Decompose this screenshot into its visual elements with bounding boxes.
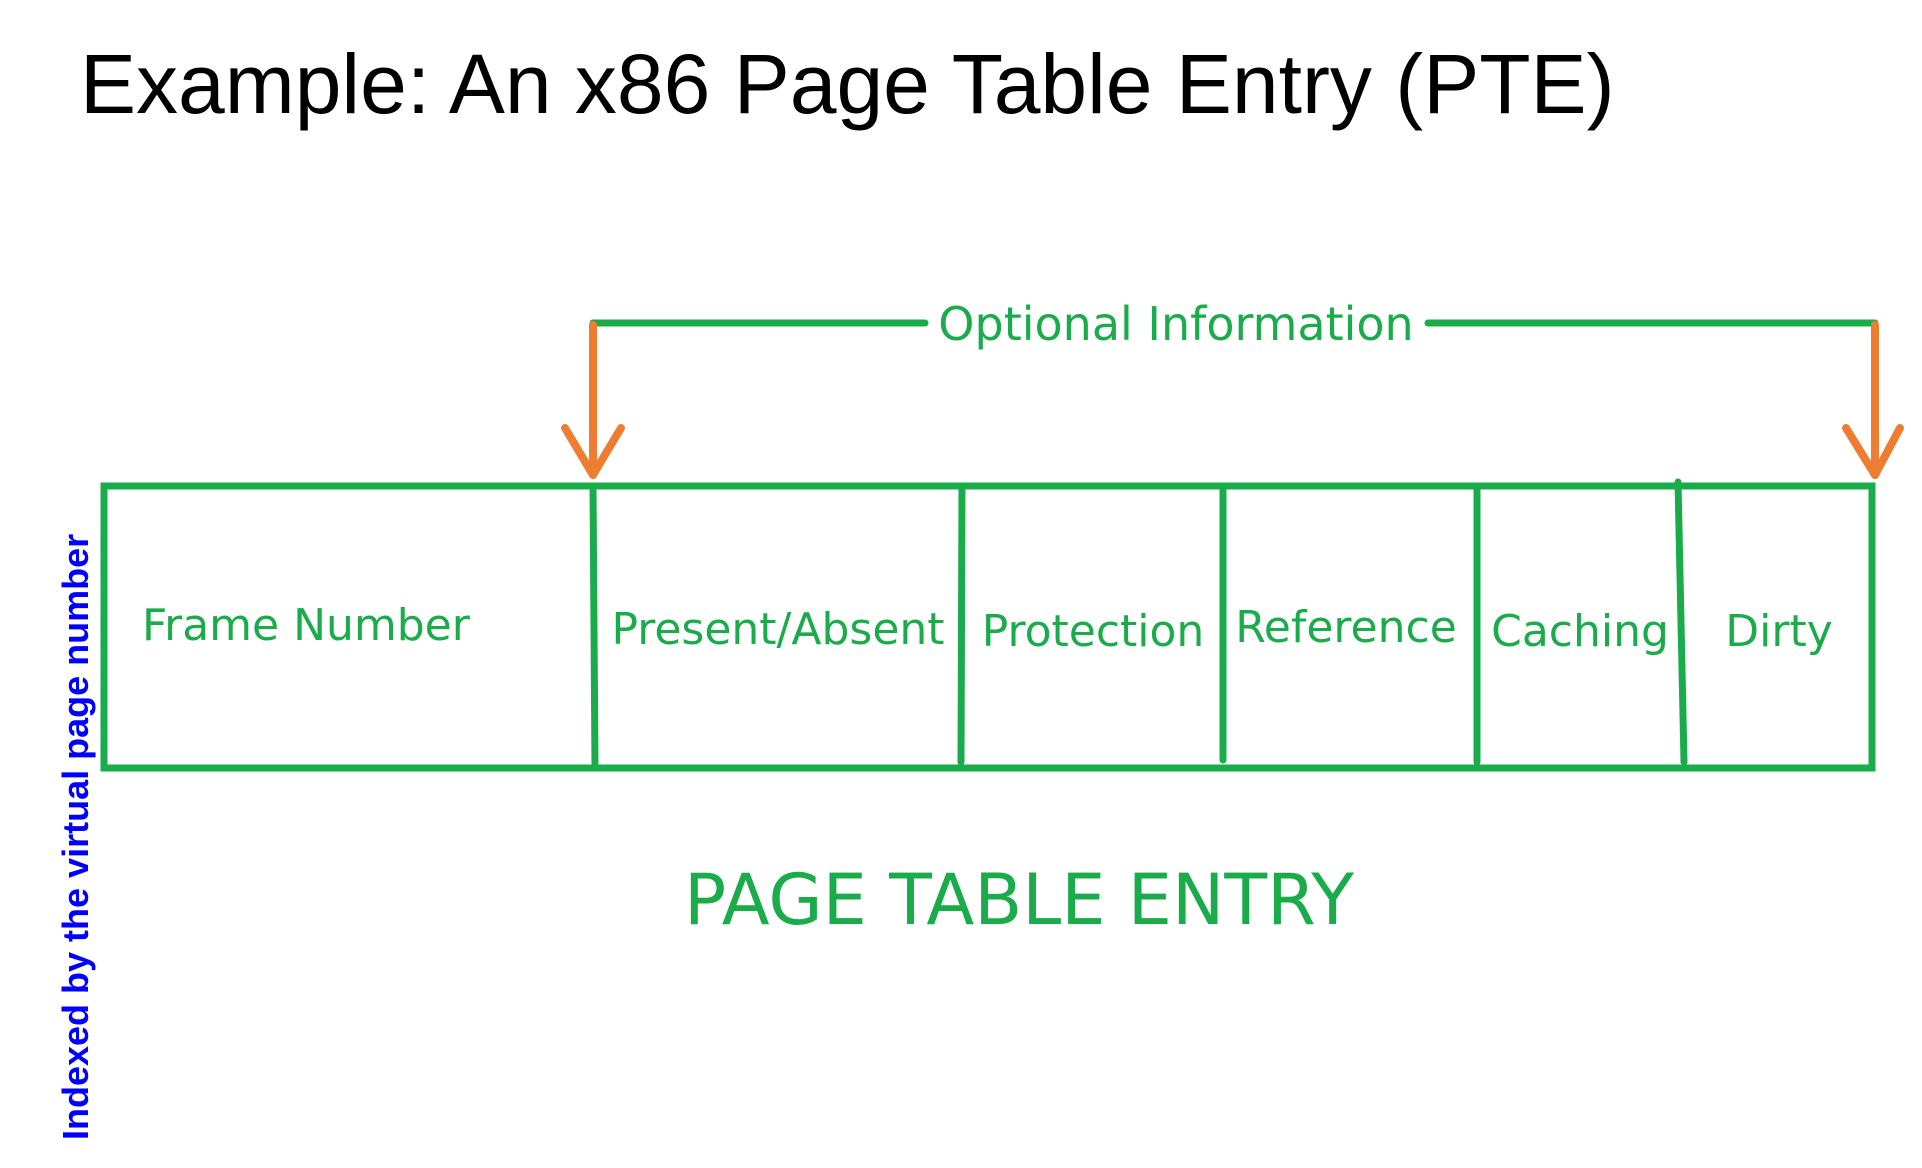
field-labels: Frame Number Present/Absent Protection R…	[142, 600, 1833, 657]
divider-2	[957, 482, 966, 766]
page-table-entry-box	[100, 482, 1876, 772]
right-arrow-icon	[1842, 321, 1904, 479]
divider-5	[1674, 478, 1688, 766]
diagram-caption: PAGE TABLE ENTRY	[684, 859, 1354, 941]
field-present-absent: Present/Absent	[611, 604, 944, 655]
field-protection: Protection	[982, 606, 1205, 657]
slide-title: Example: An x86 Page Table Entry (PTE)	[80, 37, 1615, 131]
field-caching: Caching	[1491, 606, 1669, 657]
optional-information-label: Optional Information	[938, 297, 1413, 351]
divider-1	[589, 482, 599, 772]
field-reference: Reference	[1235, 602, 1457, 653]
left-arrow-icon	[561, 321, 625, 479]
field-dirty: Dirty	[1725, 606, 1833, 657]
field-dividers	[589, 478, 1688, 772]
field-frame-number: Frame Number	[142, 600, 471, 651]
